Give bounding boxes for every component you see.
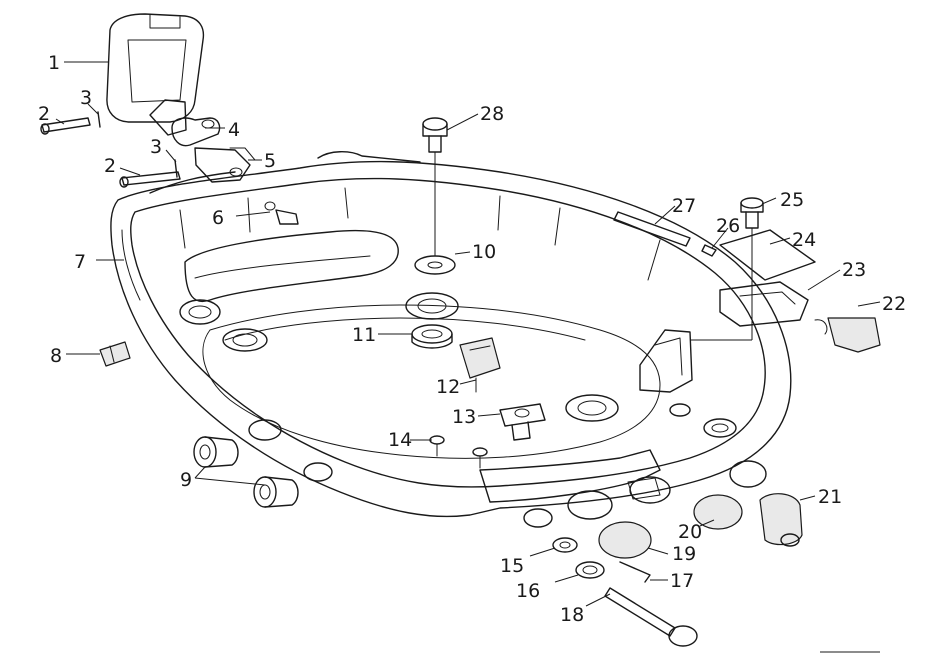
lower-cowl-pan	[110, 151, 792, 528]
callout-5: 5	[264, 150, 276, 172]
callout-2-lower: 2	[104, 155, 116, 177]
callout-18: 18	[560, 604, 584, 626]
part-14-screw-b	[472, 447, 488, 469]
callout-19: 19	[672, 543, 696, 565]
part-18-lever	[604, 587, 698, 647]
part-9-bushing-upper	[193, 436, 239, 468]
part-27-rod	[613, 211, 691, 247]
part-19-plug	[598, 521, 652, 559]
part-12-clip	[459, 337, 501, 393]
part-2-pin-lower	[119, 171, 181, 188]
callout-9: 9	[180, 469, 192, 491]
callout-24: 24	[792, 229, 816, 251]
callout-3-lower: 3	[150, 136, 162, 158]
part-20-plug	[693, 494, 743, 530]
callout-3-upper: 3	[80, 87, 92, 109]
callout-2-upper: 2	[38, 103, 50, 125]
part-23-bracket	[719, 281, 809, 327]
part-28-bolt	[422, 117, 448, 153]
callout-6: 6	[212, 207, 224, 229]
callout-17: 17	[670, 570, 694, 592]
callout-16: 16	[516, 580, 540, 602]
part-3-clip-lower	[174, 159, 178, 178]
callout-23: 23	[842, 259, 866, 281]
part-8-grommet	[99, 341, 131, 367]
callout-12: 12	[436, 376, 460, 398]
callout-14: 14	[388, 429, 412, 451]
part-16-washer	[575, 561, 605, 579]
part-21-cap	[759, 493, 803, 547]
part-22-handle	[814, 317, 881, 353]
callout-7: 7	[74, 251, 86, 273]
part-6-fitting	[264, 201, 299, 225]
callout-4: 4	[228, 119, 240, 141]
part-5-hinge-bracket	[194, 147, 256, 183]
part-10-washer	[414, 255, 456, 275]
part-11-grommet	[411, 324, 453, 349]
callout-20: 20	[678, 521, 702, 543]
callout-26: 26	[716, 215, 740, 237]
part-15-nut	[552, 537, 578, 553]
callout-13: 13	[452, 406, 476, 428]
part-26-clip	[701, 244, 717, 257]
part-13-fitting	[499, 403, 546, 441]
callout-21: 21	[818, 486, 842, 508]
part-1-bracket	[106, 13, 205, 136]
part-9-bushing-lower	[253, 476, 299, 508]
callout-11: 11	[352, 324, 376, 346]
callout-28: 28	[480, 103, 504, 125]
callout-10: 10	[472, 241, 496, 263]
callout-22: 22	[882, 293, 906, 315]
callout-15: 15	[500, 555, 524, 577]
callout-25: 25	[780, 189, 804, 211]
part-25-bolt	[740, 197, 764, 229]
callout-8: 8	[50, 345, 62, 367]
part-2-pin-upper	[40, 117, 91, 135]
callout-27: 27	[672, 195, 696, 217]
part-3-clip-upper	[97, 111, 101, 128]
callout-1: 1	[48, 52, 60, 74]
part-17-spring	[619, 561, 651, 583]
part-14-screw-a	[429, 435, 445, 457]
part-24-plate	[719, 229, 816, 281]
callouts: 1 2 3 4 2 3 5 6 7 8 9 10 11 12 13 14	[38, 52, 906, 626]
